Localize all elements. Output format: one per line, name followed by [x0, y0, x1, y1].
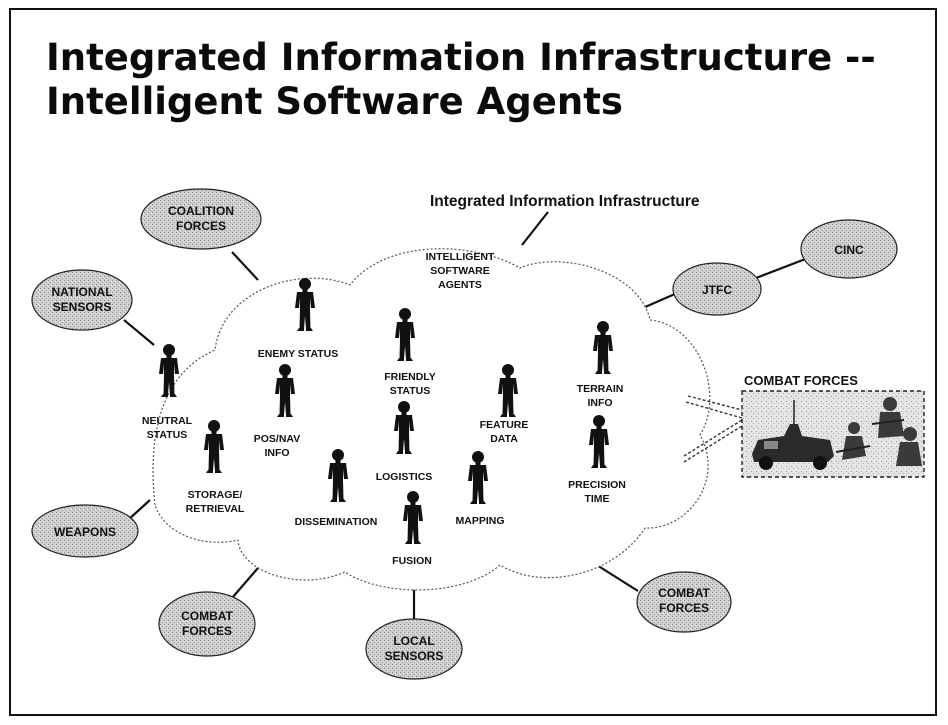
node-label: JTFC [702, 283, 732, 297]
node-bubble [365, 618, 463, 680]
agent-label: INFO [587, 397, 612, 409]
node-bubble [140, 188, 262, 250]
agent-label: NEUTRAL [142, 415, 193, 427]
agent-terrain-info: TERRAIN INFO [577, 321, 624, 409]
agent-logistics: LOGISTICS [376, 401, 433, 483]
agent-enemy-status: ENEMY STATUS [258, 278, 339, 360]
agent-label: LOGISTICS [376, 471, 433, 483]
dashed-link-top-2 [687, 395, 743, 411]
slide-title: Integrated Information Infrastructure --… [46, 36, 876, 124]
node-cinc: CINC [800, 219, 898, 279]
agent-storage-retrieval: STORAGE/ RETRIEVAL [186, 420, 245, 515]
agent-label: DISSEMINATION [295, 516, 378, 528]
node-label: SENSORS [385, 649, 444, 663]
soldiers-icon [835, 397, 922, 466]
node-bubble [800, 219, 898, 279]
agent-feature-data: FEATURE DATA [480, 364, 529, 445]
agent-label: TIME [584, 493, 609, 505]
cloud-shape [152, 248, 711, 591]
node-label: WEAPONS [54, 525, 116, 539]
vehicle-icon [752, 400, 834, 470]
agent-label: TERRAIN [577, 383, 624, 395]
node-label: COMBAT [181, 609, 233, 623]
node-weapons: WEAPONS [31, 504, 139, 558]
node-bubble [636, 571, 732, 633]
node-local-sensors: LOCAL SENSORS [365, 618, 463, 680]
node-label: FORCES [176, 219, 226, 233]
title-line-1: Integrated Information Infrastructure -- [46, 36, 876, 79]
node-bubble [31, 269, 133, 331]
agent-label: MAPPING [455, 515, 504, 527]
combat-forces-box: COMBAT FORCES [683, 373, 925, 478]
node-coalition-forces: COALITION FORCES [140, 188, 262, 250]
connector-title [521, 211, 549, 246]
node-combat-forces-right: COMBAT FORCES [636, 571, 732, 633]
node-jtfc: JTFC [672, 262, 762, 316]
dashed-link-bottom-2 [683, 419, 743, 457]
agent-label: POS/NAV [254, 433, 300, 445]
center-label-line-1: INTELLIGENT [426, 251, 495, 263]
node-label: CINC [834, 243, 864, 257]
agent-precision-time: PRECISION TIME [568, 415, 626, 505]
agent-label: RETRIEVAL [186, 503, 245, 515]
agent-label: FRIENDLY [384, 371, 436, 383]
node-combat-forces-left: COMBAT FORCES [158, 591, 256, 657]
node-label: LOCAL [393, 634, 434, 648]
node-label: FORCES [182, 624, 232, 638]
node-bubble [672, 262, 762, 316]
agent-fusion: FUSION [392, 491, 432, 567]
agent-label: DATA [490, 433, 518, 445]
combat-box-label: COMBAT FORCES [744, 373, 858, 388]
center-label: INTELLIGENT SOFTWARE AGENTS [426, 251, 495, 291]
node-bubble [158, 591, 256, 657]
connector-national [123, 319, 155, 346]
node-label: COMBAT [658, 586, 710, 600]
node-label: SENSORS [53, 300, 112, 314]
agent-label: STORAGE/ [188, 489, 243, 501]
agent-neutral-status: NEUTRAL STATUS [142, 344, 193, 441]
agent-label: FEATURE [480, 419, 529, 431]
title-line-2: Intelligent Software Agents [46, 80, 623, 123]
agent-label: PRECISION [568, 479, 626, 491]
connector-cinc [755, 256, 809, 280]
connector-combat-left [231, 567, 259, 599]
dashed-link-bottom [683, 425, 743, 463]
agent-label: ENEMY STATUS [258, 348, 339, 360]
agent-dissemination: DISSEMINATION [295, 449, 378, 528]
node-bubble [31, 504, 139, 558]
agent-label: INFO [264, 447, 289, 459]
agent-label: FUSION [392, 555, 432, 567]
agent-label: STATUS [147, 429, 187, 441]
agent-label: STATUS [390, 385, 430, 397]
agent-mapping: MAPPING [455, 451, 505, 527]
node-label: COALITION [168, 204, 234, 218]
center-label-line-3: AGENTS [438, 279, 482, 291]
connector-coalition [231, 251, 259, 281]
connector-weapons [127, 499, 151, 521]
cloud-title: Integrated Information Infrastructure [430, 193, 700, 210]
agent-friendly-status: FRIENDLY STATUS [384, 308, 436, 397]
center-label-line-2: SOFTWARE [430, 265, 490, 277]
node-label: FORCES [659, 601, 709, 615]
node-national-sensors: NATIONAL SENSORS [31, 269, 133, 331]
agent-pos-nav-info: POS/NAV INFO [254, 364, 300, 459]
node-label: NATIONAL [51, 285, 112, 299]
